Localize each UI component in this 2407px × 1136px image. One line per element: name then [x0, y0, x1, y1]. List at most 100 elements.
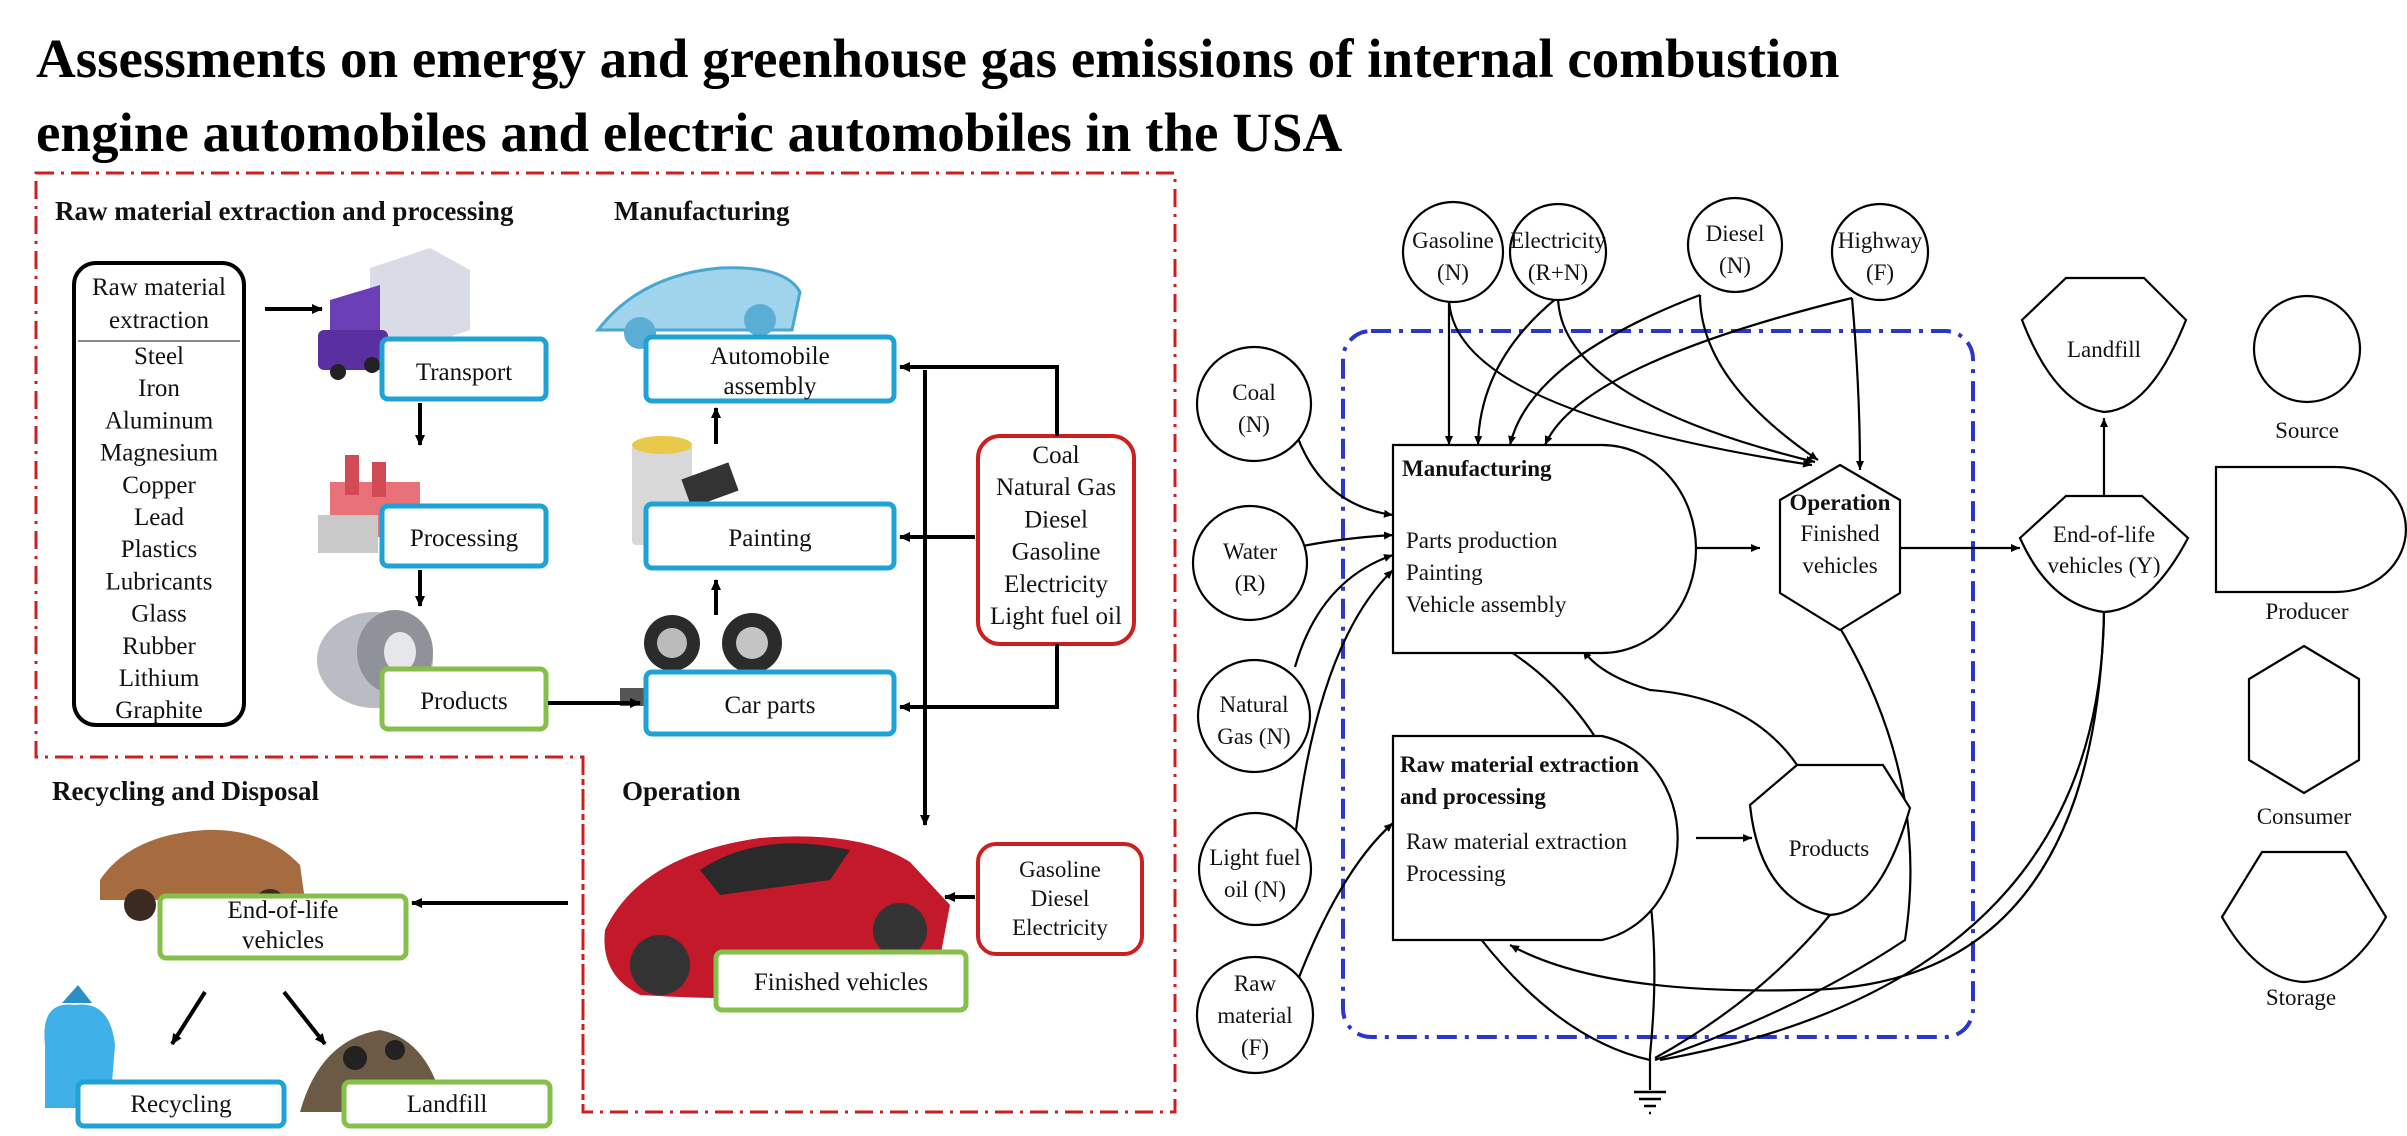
operation-label-2: vehicles [1802, 553, 1877, 578]
top-sources: Gasoline(N)Electricity(R+N)Diesel(N)High… [1401, 196, 1930, 304]
lifecycle-arrows [170, 304, 1059, 1046]
left-source-circle [1191, 504, 1309, 622]
finished-vehicles-box: Finished vehicles [713, 949, 969, 1013]
left-source-label: Natural [1220, 692, 1289, 717]
emergy-diagram: Manufacturing Parts productionPaintingVe… [1191, 196, 2407, 1115]
raw-processing-item: Raw material extraction [1406, 829, 1627, 854]
top-source-label: Diesel [1706, 221, 1765, 246]
recycling-label: Recycling [130, 1091, 232, 1118]
legend-storage-symbol [2220, 850, 2388, 984]
top-source-circle [1508, 202, 1608, 302]
title-line-2: engine automobiles and electric automobi… [36, 102, 1343, 163]
transport-box: Transport [379, 336, 549, 402]
energy-flows [1292, 293, 2108, 1090]
raw-material-item: Lubricants [106, 568, 213, 595]
raw-material-item: Graphite [115, 697, 202, 724]
operation-fuel-item: Electricity [1012, 915, 1108, 940]
left-source-sublabel: (R) [1235, 571, 1266, 596]
manufacturing-process-item: Painting [1406, 560, 1483, 585]
left-source-label: Coal [1232, 380, 1275, 405]
heat-sink-icon [1634, 1090, 1666, 1115]
symbol-legend: Source Producer Consumer Storage [2214, 294, 2407, 1010]
raw-box-title-2: extraction [109, 307, 209, 334]
header-operation: Operation [622, 776, 741, 806]
legend-storage-label: Storage [2266, 985, 2336, 1010]
left-source-sublabel: material [1217, 1003, 1292, 1028]
transport-label: Transport [416, 359, 512, 386]
raw-material-item: Plastics [121, 536, 197, 563]
top-source-label: Gasoline [1412, 228, 1494, 253]
end-of-life-label-2: vehicles (Y) [2047, 553, 2160, 578]
raw-material-item: Iron [138, 375, 180, 402]
top-source-label: Electricity [1510, 228, 1606, 253]
raw-processing-item: Processing [1406, 861, 1506, 886]
system-boundary [1341, 329, 1975, 1039]
manufacturing-fuel-item: Diesel [1024, 506, 1088, 533]
header-recycling: Recycling and Disposal [52, 776, 320, 806]
landfill-storage-label: Landfill [2067, 337, 2141, 362]
left-source-label: Raw [1234, 971, 1277, 996]
header-raw-material: Raw material extraction and processing [55, 196, 514, 226]
raw-material-item: Copper [122, 472, 196, 499]
products-label: Products [420, 688, 508, 715]
end-of-life-box: End-of-life vehicles [157, 893, 409, 961]
manufacturing-fuel-item: Natural Gas [996, 474, 1116, 501]
processing-box: Processing [379, 503, 549, 569]
legend-consumer-symbol [2247, 644, 2361, 795]
raw-material-item: Rubber [122, 633, 196, 660]
finished-vehicles-label: Finished vehicles [754, 969, 928, 996]
raw-material-item: Magnesium [100, 440, 219, 467]
raw-material-box: Raw material extraction SteelIronAluminu… [72, 261, 246, 727]
raw-material-item: Lead [134, 504, 184, 531]
automobile-assembly-box: Automobile assembly [643, 334, 897, 404]
left-source-circle [1195, 955, 1315, 1075]
legend-producer-label: Producer [2265, 599, 2348, 624]
figure-title: Assessments on emergy and greenhouse gas… [36, 22, 1996, 170]
raw-processing-title-2: and processing [1400, 784, 1546, 809]
wheels-illustration [620, 613, 782, 706]
landfill-label: Landfill [407, 1091, 488, 1118]
raw-material-item: Glass [131, 601, 187, 628]
header-manufacturing: Manufacturing [614, 196, 790, 226]
raw-processing-producer: Raw material extraction and processing R… [1391, 734, 1679, 942]
car-parts-box: Car parts [643, 669, 897, 737]
raw-processing-title-1: Raw material extraction [1400, 752, 1639, 777]
manufacturing-fuel-item: Electricity [1004, 571, 1109, 598]
operation-fuel-item: Diesel [1031, 886, 1090, 911]
raw-material-list: SteelIronAluminumMagnesiumCopperLeadPlas… [100, 343, 219, 724]
top-source-sublabel: (N) [1437, 260, 1469, 285]
legend-consumer-label: Consumer [2257, 804, 2352, 829]
raw-material-item: Aluminum [105, 407, 214, 434]
left-source-sublabel: (F) [1241, 1035, 1269, 1060]
manufacturing-process-item: Parts production [1406, 528, 1558, 553]
end-of-life-storage: End-of-life vehicles (Y) [2018, 494, 2190, 614]
operation-fuel-item: Gasoline [1019, 857, 1101, 882]
top-source-sublabel: (R+N) [1528, 260, 1588, 285]
painting-box: Painting [643, 501, 897, 571]
products-storage: Products [1748, 763, 1912, 917]
landfill-box: Landfill [341, 1079, 553, 1129]
legend-source-label: Source [2275, 418, 2339, 443]
left-source-sublabel: oil (N) [1224, 877, 1286, 902]
operation-title: Operation [1790, 490, 1891, 515]
raw-material-item: Lithium [119, 665, 200, 692]
end-of-life-label-2: vehicles [242, 927, 324, 954]
manufacturing-fuel-item: Light fuel oil [990, 603, 1122, 630]
legend-producer-symbol [2214, 465, 2407, 594]
legend-source-symbol [2252, 294, 2362, 404]
end-of-life-label-1: End-of-life [227, 897, 338, 924]
left-source-label: Light fuel [1209, 845, 1300, 870]
landfill-storage: Landfill [2020, 276, 2188, 414]
top-source-sublabel: (F) [1866, 260, 1894, 285]
manufacturing-fuel-item: Gasoline [1012, 539, 1101, 566]
left-source-sublabel: Gas (N) [1217, 724, 1290, 749]
car-parts-label: Car parts [725, 692, 816, 719]
manufacturing-producer: Manufacturing Parts productionPaintingVe… [1391, 443, 1698, 655]
raw-material-item: Steel [134, 343, 184, 370]
